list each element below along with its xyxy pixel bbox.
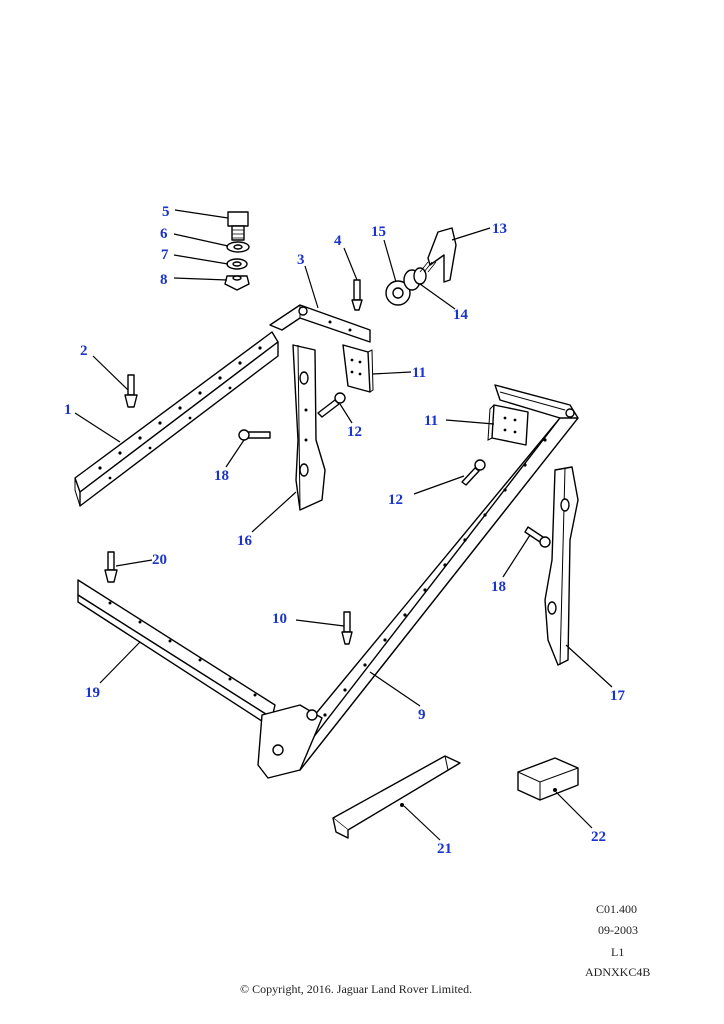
- callout-8: 8: [160, 272, 168, 288]
- upright-part-17: [544, 466, 579, 666]
- rivet-part-18-left: [238, 429, 271, 441]
- washer-part-14: [413, 267, 427, 285]
- callout-11-lower: 11: [424, 413, 438, 429]
- callout-20: 20: [152, 552, 167, 568]
- leader-lines: [74, 209, 613, 841]
- corner-bracket-part-3: [269, 304, 371, 343]
- washer-part-6: [226, 241, 250, 253]
- upright-part-16: [292, 344, 326, 511]
- callout-19: 19: [85, 685, 100, 701]
- bolt-part-5: [227, 211, 249, 241]
- callout-18-left: 18: [214, 468, 229, 484]
- rivet-part-12-upper: [317, 392, 346, 418]
- callout-1: 1: [64, 402, 72, 418]
- diagram-date: 09-2003: [598, 923, 638, 937]
- rivet-part-12-lower: [461, 459, 486, 486]
- rail-part-1: [74, 331, 279, 507]
- rivet-part-4: [351, 279, 363, 311]
- diagram-ref: C01.400: [596, 902, 638, 916]
- callout-16: 16: [237, 533, 253, 549]
- bracket-plate-part-11-upper: [342, 344, 374, 393]
- spring-washer-part-7: [226, 258, 248, 270]
- clamp-part-13: [419, 227, 457, 283]
- lower-corner-joint: [257, 704, 323, 779]
- rivet-part-2: [124, 374, 138, 408]
- callout-6: 6: [160, 226, 168, 242]
- callout-3: 3: [297, 252, 305, 268]
- callout-14: 14: [453, 307, 469, 323]
- rivet-part-20: [104, 551, 118, 583]
- diagram-level: L1: [611, 945, 625, 959]
- callout-4: 4: [334, 233, 342, 249]
- diagram-code: ADNXKC4B: [585, 965, 651, 979]
- rail-part-9: [284, 384, 579, 771]
- bracket-plate-part-11-lower: [487, 404, 529, 446]
- callout-5: 5: [162, 204, 170, 220]
- nut-part-8: [224, 275, 250, 291]
- callouts: 1 2 3 4 5 6 7 8 9 10 11 11 12 12 13 14 1…: [64, 204, 626, 857]
- callout-13: 13: [492, 221, 507, 237]
- rivet-part-10: [341, 611, 353, 645]
- callout-9: 9: [418, 707, 426, 723]
- copyright: © Copyright, 2016. Jaguar Land Rover Lim…: [240, 982, 473, 996]
- callout-21: 21: [437, 841, 452, 857]
- rivet-part-18-right: [524, 526, 551, 548]
- rail-part-19: [77, 579, 276, 726]
- callout-2: 2: [80, 343, 88, 359]
- callout-12-lower: 12: [388, 492, 403, 508]
- callout-15: 15: [371, 224, 386, 240]
- trim-strip-part-21: [332, 755, 461, 839]
- callout-18-right: 18: [491, 579, 506, 595]
- callout-17: 17: [610, 688, 626, 704]
- callout-22: 22: [591, 829, 606, 845]
- callout-12-upper: 12: [347, 424, 362, 440]
- callout-10: 10: [272, 611, 287, 627]
- bracket-box-part-22: [517, 757, 579, 801]
- callout-7: 7: [161, 247, 169, 263]
- callout-11-upper: 11: [412, 365, 426, 381]
